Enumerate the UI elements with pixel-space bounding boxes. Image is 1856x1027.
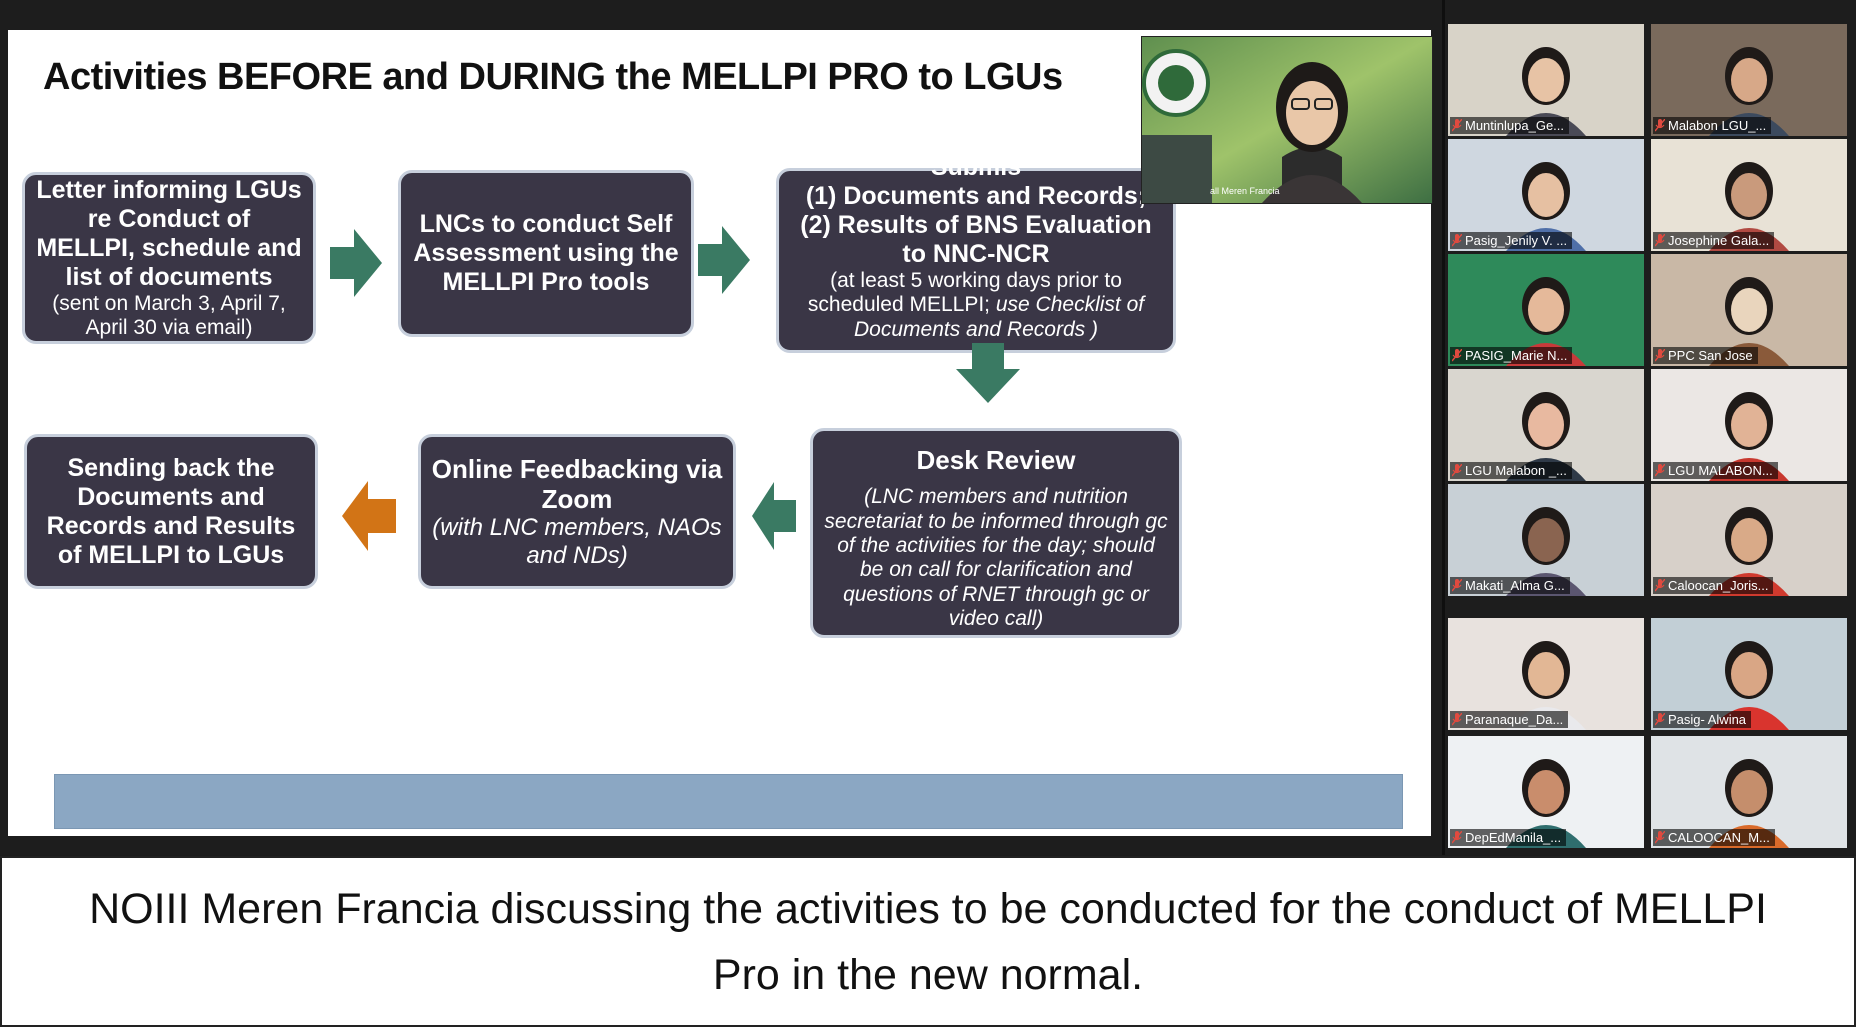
participant-name-label: CALOOCAN_M... <box>1653 829 1775 846</box>
mic-muted-icon <box>1452 349 1462 362</box>
speaker-video-feed <box>1142 37 1432 203</box>
step-3-note: (at least 5 working days prior to schedu… <box>789 269 1163 342</box>
mic-muted-icon <box>1452 464 1462 477</box>
step-sending-back: Sending back the Documents and Records a… <box>24 434 318 589</box>
mic-muted-icon <box>1655 579 1665 592</box>
arrow-right-icon <box>698 226 750 294</box>
mic-muted-icon <box>1452 831 1462 844</box>
participant-name: Caloocan_Joris... <box>1668 578 1769 593</box>
participant-tile[interactable]: DepEdManila_... <box>1448 736 1644 848</box>
step-6-text: Sending back the Documents and Records a… <box>46 453 296 569</box>
step-desk-review: Desk Review (LNC members and nutrition s… <box>810 428 1182 638</box>
participant-name: Makati_Alma G... <box>1465 578 1565 593</box>
speaker-video[interactable]: all Meren Francia <box>1141 36 1433 204</box>
participant-name-label: DepEdManila_... <box>1450 829 1567 846</box>
step-online-feedbacking: Online Feedbacking via Zoom (with LNC me… <box>418 434 736 589</box>
participant-gallery: Muntinlupa_Ge... Malabon LGU_... Pasig_Jen… <box>1448 24 1856 855</box>
participant-tile[interactable]: Paranaque_Da... <box>1448 618 1644 730</box>
participant-name-label: Pasig- Alwina <box>1653 711 1752 728</box>
participant-name-label: PASIG_Marie N... <box>1450 347 1573 364</box>
arrow-right-icon <box>330 229 382 297</box>
step-2-text: LNCs to conduct Self Assessment using th… <box>413 210 679 296</box>
step-3-note-plain: (at least 5 working days prior to schedu… <box>807 268 1122 317</box>
participant-name: CALOOCAN_M... <box>1668 830 1770 845</box>
step-self-assessment: LNCs to conduct Self Assessment using th… <box>398 170 694 337</box>
participant-name: Josephine Gala... <box>1668 233 1770 248</box>
participant-name-label: Malabon LGU_... <box>1653 117 1772 134</box>
step-5-note: (with LNC members, NAOs and NDs) <box>432 513 722 569</box>
participant-name: PPC San Jose <box>1668 348 1753 363</box>
step-submission: Submis (1) Documents and Records; (2) Re… <box>776 153 1176 353</box>
arrow-down-icon <box>956 343 1020 403</box>
participant-tile[interactable]: Caloocan_Joris... <box>1651 484 1847 596</box>
mic-muted-icon <box>1655 831 1665 844</box>
mic-muted-icon <box>1655 349 1665 362</box>
participant-name: Paranaque_Da... <box>1465 712 1564 727</box>
participant-tile[interactable]: PASIG_Marie N... <box>1448 254 1644 366</box>
zoom-screen-share: Activities BEFORE and DURING the MELLPI … <box>8 0 1856 855</box>
participant-name: Malabon LGU_... <box>1668 118 1767 133</box>
participant-name-label: Caloocan_Joris... <box>1653 577 1774 594</box>
speaker-name-label: all Meren Francia <box>1210 186 1280 196</box>
participant-tile[interactable]: Pasig_Jenily V. ... <box>1448 139 1644 251</box>
step-letter-informing-lgus: Letter informing LGUs re Conduct of MELL… <box>22 172 316 344</box>
slide-title: Activities BEFORE and DURING the MELLPI … <box>43 56 1063 98</box>
participant-tile[interactable]: LGU Malabon _... <box>1448 369 1644 481</box>
participant-name-label: Muntinlupa_Ge... <box>1450 117 1570 134</box>
participant-name: DepEdManila_... <box>1465 830 1562 845</box>
participant-name: Pasig_Jenily V. ... <box>1465 233 1568 248</box>
slide-footer-bar <box>54 774 1403 829</box>
participant-name-label: LGU MALABON... <box>1653 462 1778 479</box>
participant-tile[interactable]: Pasig- Alwina <box>1651 618 1847 730</box>
participant-name: Pasig- Alwina <box>1668 712 1747 727</box>
mic-muted-icon <box>1655 119 1665 132</box>
step-3-heading: Submis <box>930 152 1022 181</box>
mic-muted-icon <box>1655 234 1665 247</box>
step-3-note-italic: use Checklist of Documents and Records ) <box>854 293 1145 341</box>
caption-text: NOIII Meren Francia discussing the activ… <box>89 884 1767 999</box>
step-3-line-2: (2) Results of BNS Evaluation to NNC-NCR <box>800 210 1152 268</box>
mic-muted-icon <box>1655 713 1665 726</box>
photo-caption: NOIII Meren Francia discussing the activ… <box>0 856 1856 1027</box>
participant-name: LGU MALABON... <box>1668 463 1773 478</box>
participant-name-label: Paranaque_Da... <box>1450 711 1569 728</box>
step-4-note: (LNC members and nutrition secretariat t… <box>824 485 1168 630</box>
mic-muted-icon <box>1452 579 1462 592</box>
step-5-heading: Online Feedbacking via Zoom <box>431 453 723 514</box>
participant-name: LGU Malabon _... <box>1465 463 1567 478</box>
participant-name-label: Josephine Gala... <box>1653 232 1775 249</box>
step-1-note: (sent on March 3, April 7, April 30 via … <box>52 291 286 339</box>
participant-name-label: Makati_Alma G... <box>1450 577 1570 594</box>
participant-tile[interactable]: Josephine Gala... <box>1651 139 1847 251</box>
participant-name-label: LGU Malabon _... <box>1450 462 1572 479</box>
participant-tile[interactable]: Makati_Alma G... <box>1448 484 1644 596</box>
panel-divider[interactable] <box>1442 0 1445 855</box>
arrow-left-icon <box>342 481 396 551</box>
step-4-heading: Desk Review <box>916 445 1076 475</box>
mic-muted-icon <box>1452 119 1462 132</box>
participant-tile[interactable]: Malabon LGU_... <box>1651 24 1847 136</box>
participant-tile[interactable]: CALOOCAN_M... <box>1651 736 1847 848</box>
participant-tile[interactable]: Muntinlupa_Ge... <box>1448 24 1644 136</box>
participant-name: Muntinlupa_Ge... <box>1465 118 1565 133</box>
participant-name-label: PPC San Jose <box>1653 347 1758 364</box>
step-1-text: Letter informing LGUs re Conduct of MELL… <box>36 175 302 291</box>
mic-muted-icon <box>1452 234 1462 247</box>
mic-muted-icon <box>1452 713 1462 726</box>
mic-muted-icon <box>1655 464 1665 477</box>
participant-name-label: Pasig_Jenily V. ... <box>1450 232 1573 249</box>
step-3-line-1: (1) Documents and Records; <box>805 181 1147 210</box>
participant-name: PASIG_Marie N... <box>1465 348 1568 363</box>
arrow-left-icon <box>752 482 796 550</box>
participant-tile[interactable]: LGU MALABON... <box>1651 369 1847 481</box>
participant-tile[interactable]: PPC San Jose <box>1651 254 1847 366</box>
